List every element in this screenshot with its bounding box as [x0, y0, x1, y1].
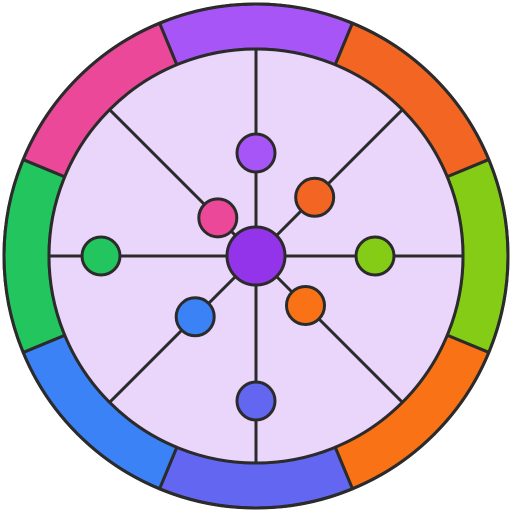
node-bottom: [235, 380, 277, 422]
node-right: [354, 235, 396, 277]
center-node: [225, 225, 287, 287]
nodes: [80, 132, 396, 422]
node-top: [235, 132, 277, 174]
node-bottom-left: [174, 296, 216, 338]
node-left: [80, 235, 122, 277]
node-bottom-right: [284, 284, 326, 326]
spoke: [254, 254, 404, 404]
node-top-left: [197, 197, 239, 239]
node-top-right: [294, 176, 336, 218]
